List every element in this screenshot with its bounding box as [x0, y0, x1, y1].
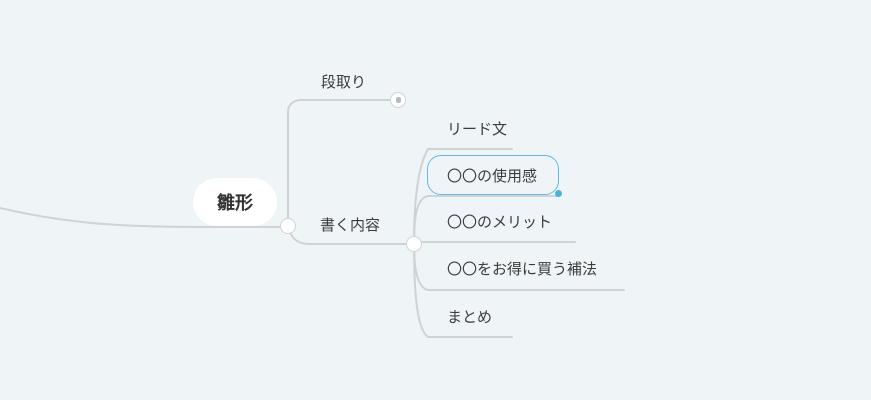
connector-dandori	[287, 99, 393, 228]
resize-handle[interactable]	[555, 190, 562, 197]
connector-child-3	[413, 241, 576, 245]
topic-usage[interactable]: 〇〇の使用感	[447, 166, 537, 186]
central-topic[interactable]: 雛形	[193, 178, 277, 226]
topic-buy-method-label: 〇〇をお得に買う補法	[447, 260, 598, 278]
connector-child-5	[413, 243, 513, 338]
topic-summary-label: まとめ	[447, 308, 493, 326]
connector-parent-to-central	[0, 207, 279, 228]
topic-dandori[interactable]: 段取り	[321, 72, 366, 92]
topic-summary[interactable]: まとめ	[447, 307, 492, 327]
central-topic-label: 雛形	[217, 193, 253, 214]
topic-kaku-naiyou-label: 書く内容	[320, 216, 381, 234]
topic-usage-label: 〇〇の使用感	[447, 167, 538, 185]
topic-merit-label: 〇〇のメリット	[447, 213, 553, 231]
topic-lead[interactable]: リード文	[447, 119, 507, 139]
topic-buy-method[interactable]: 〇〇をお得に買う補法	[447, 259, 597, 279]
collapse-toggle-central[interactable]	[280, 218, 296, 234]
topic-merit[interactable]: 〇〇のメリット	[447, 212, 552, 232]
selection-outline	[427, 155, 559, 195]
collapse-toggle-kaku-naiyou[interactable]	[406, 236, 422, 252]
collapsed-dot-icon	[395, 96, 401, 103]
expand-indicator-dandori[interactable]	[390, 92, 406, 108]
topic-dandori-label: 段取り	[321, 73, 367, 91]
connector-child-2	[413, 195, 559, 245]
topic-lead-label: リード文	[447, 120, 508, 138]
topic-kaku-naiyou[interactable]: 書く内容	[320, 215, 380, 235]
